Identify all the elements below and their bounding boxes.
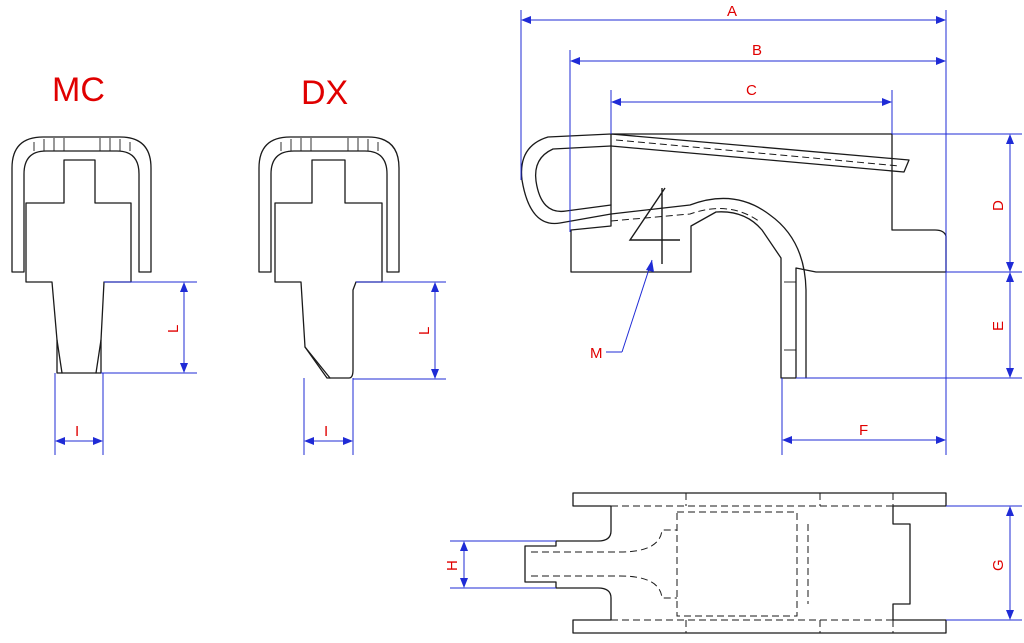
mc-dim-l-label: L	[165, 325, 182, 333]
mc-knurl	[33, 138, 131, 151]
leader-m-label: M	[590, 345, 603, 362]
leader-m: M	[590, 259, 654, 362]
dim-g-label: G	[990, 559, 1007, 571]
dx-dim-i-label: I	[324, 423, 328, 440]
mc-tip-edge-right	[95, 339, 102, 374]
dx-tip-chamfer	[304, 346, 331, 379]
mc-body	[25, 159, 132, 374]
mc-dim-i-label: I	[75, 423, 79, 440]
dim-d: D	[892, 133, 1022, 273]
mc-tip-edge-left	[56, 339, 63, 374]
top-hidden-window	[676, 511, 798, 617]
dim-a: A	[520, 3, 947, 455]
spring-arm	[610, 133, 910, 173]
dim-c-label: C	[746, 82, 757, 99]
dx-dim-l: L	[353, 281, 446, 380]
top-outline	[524, 492, 947, 634]
top-hidden-edges	[611, 505, 893, 621]
dim-e: E	[796, 272, 1022, 379]
dim-g: G	[946, 505, 1022, 621]
dim-h: H	[444, 540, 556, 589]
dim-b: B	[569, 42, 946, 232]
dx-title: DX	[301, 74, 348, 112]
mc-dim-i: I	[54, 373, 104, 455]
dim-d-label: D	[990, 200, 1007, 211]
dim-h-label: H	[444, 560, 461, 571]
dx-dim-i: I	[303, 378, 354, 455]
dx-knurl	[280, 138, 379, 151]
dx-view: DX L I	[258, 74, 446, 455]
mc-title: MC	[52, 71, 105, 109]
dim-c: C	[610, 82, 893, 134]
hook-hidden	[610, 208, 761, 223]
hook-outer	[610, 197, 807, 379]
dim-f: F	[781, 378, 946, 455]
dim-e-label: E	[990, 321, 1007, 331]
dim-f-label: F	[859, 422, 868, 439]
top-hidden-ticks	[685, 493, 894, 633]
dim-b-label: B	[752, 42, 762, 59]
side-view: A B C D	[520, 3, 1022, 455]
dx-dim-l-label: L	[416, 327, 433, 335]
dim-a-label: A	[727, 3, 737, 20]
stamp-four-mark	[628, 187, 680, 264]
spring-arm-hidden	[615, 139, 901, 167]
dx-body	[274, 159, 383, 379]
mc-view: MC L I	[11, 71, 197, 455]
mc-dim-l: L	[101, 281, 197, 374]
top-view: G H	[444, 492, 1022, 634]
side-body	[570, 133, 947, 379]
mc-hood	[11, 136, 152, 273]
spring-loop-inner	[534, 145, 612, 213]
spring-loop-outer	[520, 133, 612, 225]
top-hidden-tongue	[531, 529, 677, 599]
dx-hood	[258, 136, 400, 273]
